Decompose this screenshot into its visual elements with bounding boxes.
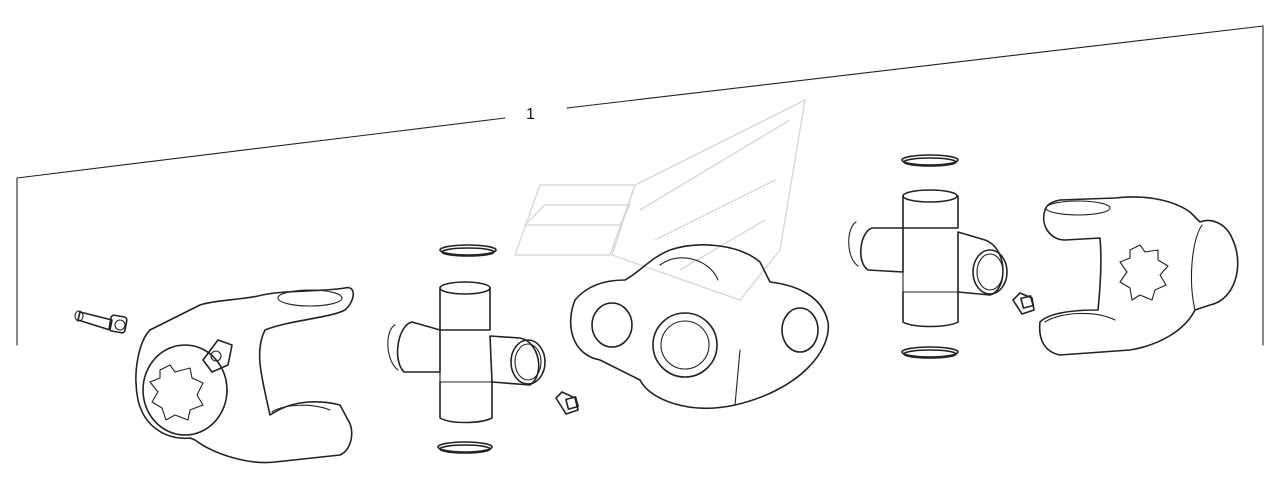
yoke-left: [135, 286, 355, 464]
yoke-right: [1038, 196, 1239, 356]
watermark-logo: [514, 98, 806, 301]
center-coupling: [569, 244, 830, 409]
ring-top-left: [439, 244, 497, 256]
ring-bottom-left: [437, 441, 493, 453]
callout-label: 1: [526, 106, 535, 123]
grease-nipple-right: [1012, 292, 1035, 315]
ring-top-right: [901, 154, 959, 166]
bolt: [74, 310, 128, 334]
ring-bottom-right: [901, 346, 959, 358]
cross-right: [848, 154, 1008, 359]
cross-left: [387, 244, 546, 454]
callout-bracket: [16, 25, 1264, 346]
grease-nipple-left: [555, 391, 579, 415]
